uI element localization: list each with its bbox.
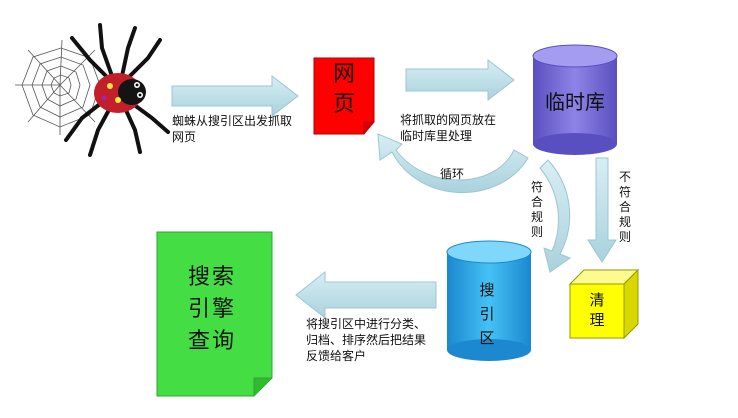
webpage-label: 网页 — [332, 62, 355, 117]
arrow-index-to-query — [295, 270, 437, 320]
index-to-query-label: 将搜引区中进行分类、归档、排序然后把结果反馈给客户 — [306, 317, 427, 364]
arrow-page-to-temp — [405, 58, 515, 102]
not-match-arrow — [587, 157, 617, 263]
spider-icon — [15, 23, 170, 157]
clean-node — [568, 268, 640, 340]
page-to-temp-label: 将抓取的网页放在临时库里处理 — [400, 113, 497, 144]
temp-db-node — [532, 44, 618, 155]
clean-label: 清理 — [589, 291, 605, 329]
match-rules-arrow — [539, 159, 572, 273]
spider-to-page-label: 蜘蛛从搜引区出发抓取网页 — [172, 114, 293, 145]
index-label: 搜引区 — [479, 281, 495, 347]
temp-db-label: 临时库 — [545, 90, 605, 114]
loop-label: 循环 — [440, 167, 465, 181]
index-node — [446, 240, 532, 361]
query-label: 搜索引擎查询 — [187, 265, 236, 354]
loop-arrow — [377, 133, 529, 193]
match-rules-label: 符合规则 — [530, 180, 543, 239]
not-match-rules-label: 不符合规则 — [618, 170, 631, 244]
arrow-spider-to-page — [171, 74, 299, 118]
